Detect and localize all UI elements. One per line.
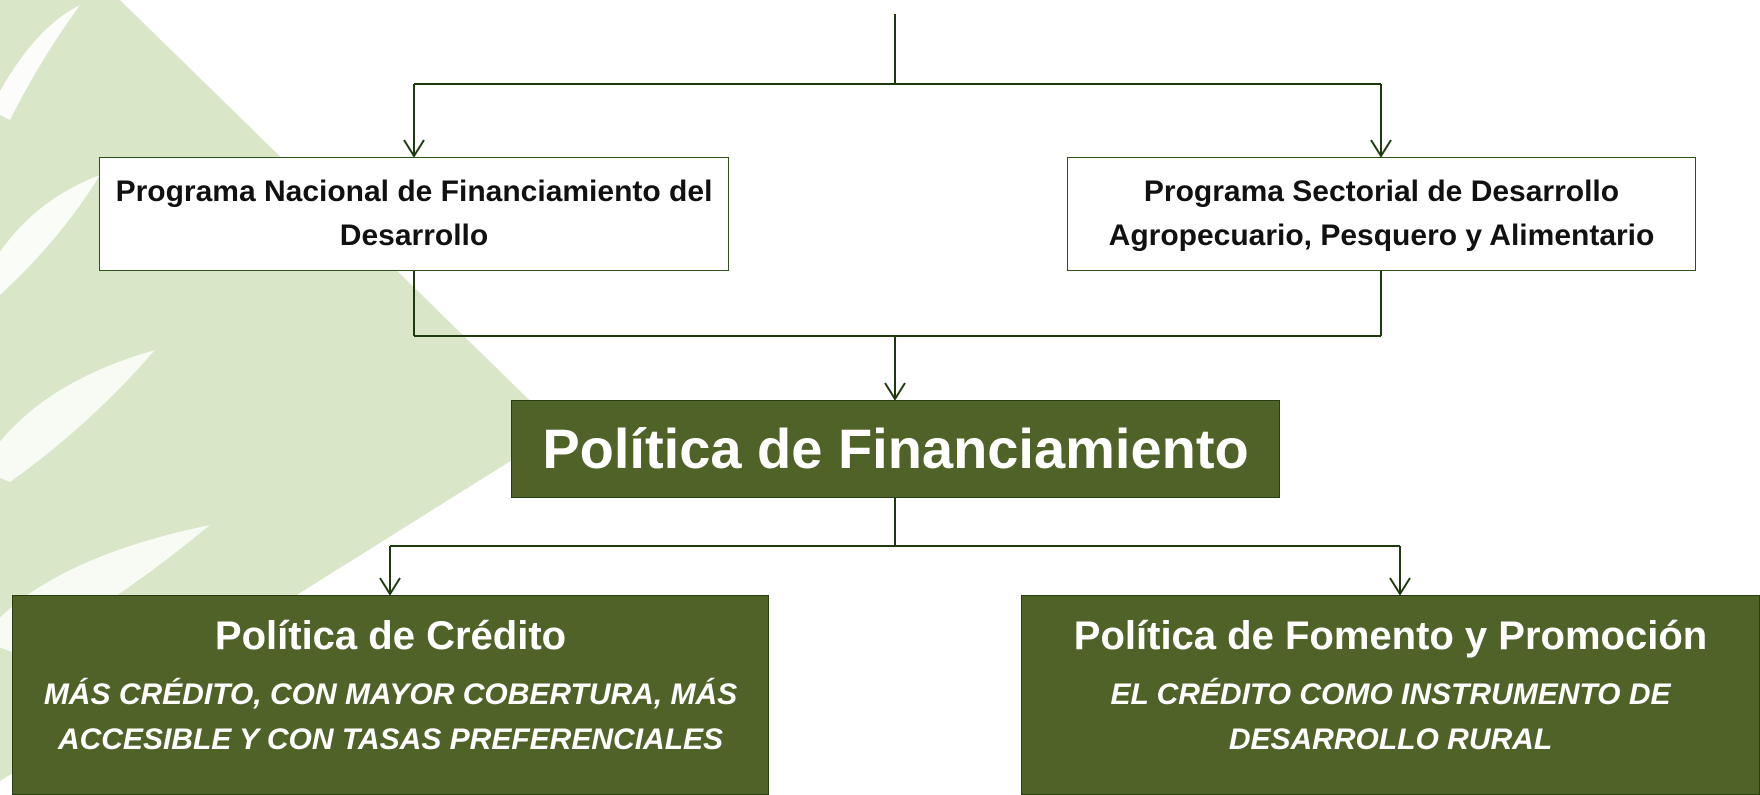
leaf-shape-icon xyxy=(0,175,100,295)
sectoral-program-label: Programa Sectorial de Desarrollo Agropec… xyxy=(1108,175,1655,252)
national-program-box: Programa Nacional de Financiamiento del … xyxy=(99,157,729,271)
promotion-policy-subtitle: EL CRÉDITO COMO INSTRUMENTO DE DESARROLL… xyxy=(1110,678,1671,756)
leaf-shape-icon xyxy=(0,5,80,120)
financing-policy-title: Política de Financiamiento xyxy=(542,417,1249,480)
arrowhead-icon xyxy=(1370,139,1392,158)
arrowhead-icon xyxy=(379,577,401,596)
credit-policy-subtitle: MÁS CRÉDITO, CON MAYOR COBERTURA, MÁS AC… xyxy=(43,678,738,756)
arrowhead-icon xyxy=(884,382,906,401)
arrowhead-icon xyxy=(403,139,425,158)
arrowhead-icon xyxy=(1389,577,1411,596)
financing-policy-box: Política de Financiamiento xyxy=(511,400,1280,498)
national-program-label: Programa Nacional de Financiamiento del … xyxy=(115,175,713,252)
leaf-shape-icon xyxy=(0,350,155,482)
sectoral-program-box: Programa Sectorial de Desarrollo Agropec… xyxy=(1067,157,1696,271)
promotion-policy-box: Política de Fomento y Promoción EL CRÉDI… xyxy=(1021,595,1760,795)
credit-policy-title: Política de Crédito xyxy=(214,614,567,658)
promotion-policy-title: Política de Fomento y Promoción xyxy=(1073,614,1708,658)
credit-policy-box: Política de Crédito MÁS CRÉDITO, CON MAY… xyxy=(12,595,769,795)
